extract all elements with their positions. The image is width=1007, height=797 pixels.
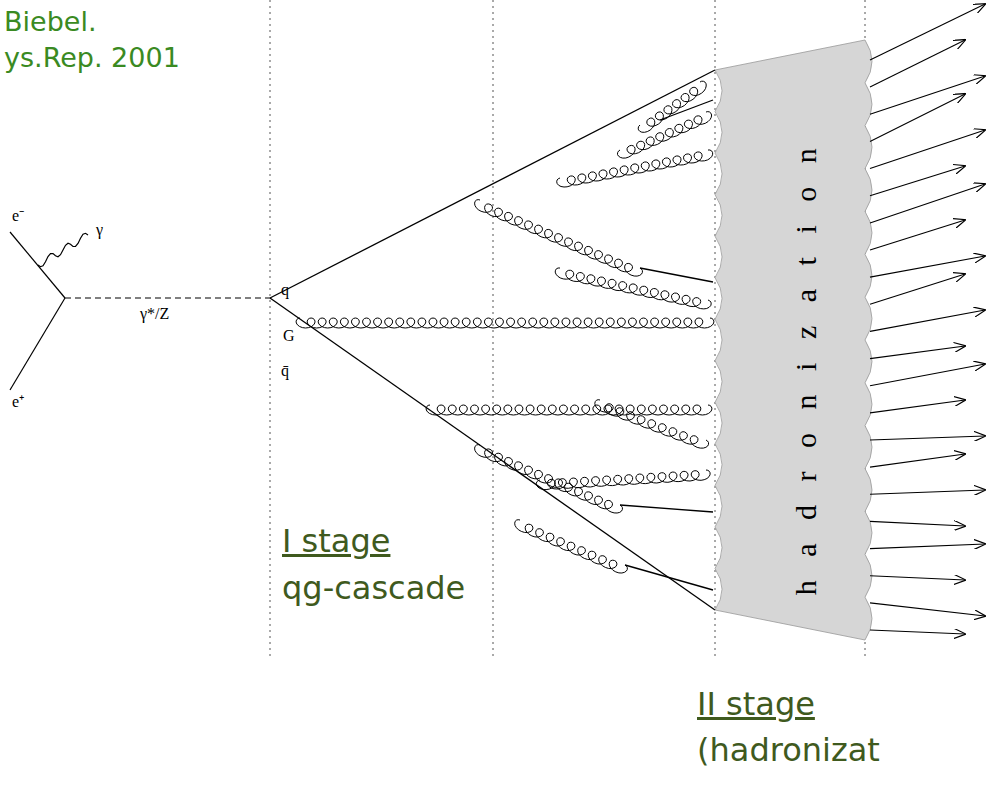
photon-line xyxy=(38,233,88,266)
hadron-arrow xyxy=(870,436,985,440)
gluon-line xyxy=(475,445,623,513)
hadron-arrow xyxy=(870,256,985,277)
hadron-arrow xyxy=(870,4,985,60)
gluon-line xyxy=(618,112,712,159)
hadron-arrow xyxy=(870,310,985,331)
particle-label: e⁺ xyxy=(12,394,24,410)
source-note: ys.Rep. 2001 xyxy=(4,44,180,71)
stage-label: qg-cascade xyxy=(282,572,465,604)
hadron-arrow xyxy=(870,400,965,413)
hadron-arrow xyxy=(870,364,985,386)
hadronization-band xyxy=(715,40,872,640)
hadron-arrow xyxy=(870,220,965,250)
gluon-line xyxy=(555,268,711,309)
hadron-arrow xyxy=(870,521,965,526)
stage-label: (hadronizat xyxy=(697,734,880,766)
hadron-arrow xyxy=(870,544,985,549)
source-note: Biebel. xyxy=(4,8,96,35)
particle-label: γ xyxy=(96,222,103,238)
particle-label: e⁻ xyxy=(12,208,24,224)
gluon-line xyxy=(296,318,714,328)
gluon-line xyxy=(595,400,709,448)
hadronization-band: hadronization xyxy=(715,40,865,640)
stage-label: II stage xyxy=(697,688,815,720)
hadron-arrow xyxy=(870,454,965,467)
stage-label: I stage xyxy=(282,525,390,557)
gluon-line xyxy=(475,200,643,277)
gluon-line xyxy=(426,405,712,415)
band-label: hadronization xyxy=(791,125,821,595)
hadron-arrow xyxy=(870,274,965,304)
particle-label: γ*/Z xyxy=(140,306,169,322)
hadron-arrow xyxy=(870,76,985,114)
hadron-arrow xyxy=(870,40,965,87)
hadron-arrow xyxy=(870,94,965,141)
hadron-arrow xyxy=(870,630,965,634)
gluon-line xyxy=(557,150,713,187)
electron-lines xyxy=(10,232,270,390)
hadron-arrow xyxy=(870,130,985,169)
gluon-line xyxy=(536,470,710,490)
hadron-arrow xyxy=(870,166,965,196)
hadron-arrow xyxy=(870,490,985,494)
hadron-arrow xyxy=(870,603,985,616)
hadron-arrow xyxy=(870,346,965,359)
quark-lines xyxy=(270,70,715,610)
hadron-arrow xyxy=(870,576,965,580)
hadron-arrows xyxy=(870,4,985,634)
particle-label: G xyxy=(283,328,295,344)
gluon-lines xyxy=(296,81,714,573)
gluon-line xyxy=(638,81,706,132)
gluon-line xyxy=(515,520,628,573)
particle-label: q xyxy=(281,282,289,298)
hadron-arrow xyxy=(870,184,985,223)
particle-label: q̄ xyxy=(281,363,289,379)
